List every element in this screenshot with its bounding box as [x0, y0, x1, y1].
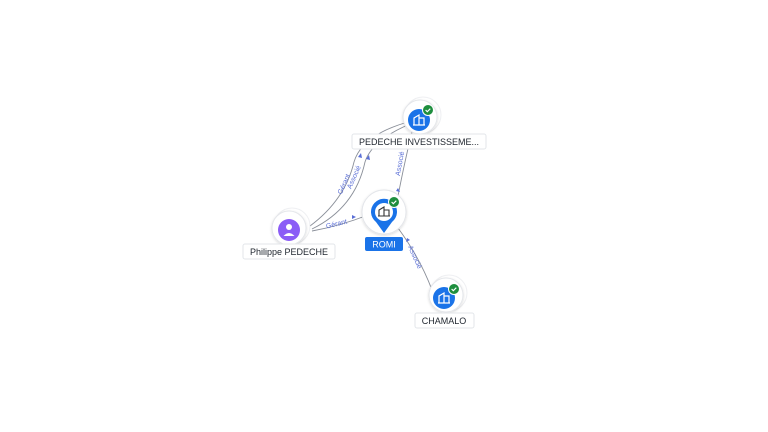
edge-person-holding[interactable] [309, 121, 409, 227]
edge-arrows [352, 153, 410, 242]
edge-label-center-subsidiary: Associé [406, 245, 422, 270]
arrow-icon [396, 188, 400, 192]
arrow-icon [358, 153, 362, 158]
node-label-person: Philippe PEDECHE [250, 247, 328, 257]
verified-icon [388, 196, 400, 208]
check-icon [425, 108, 431, 113]
check-icon [451, 287, 457, 292]
node-person[interactable]: Philippe PEDECHE [242, 207, 336, 260]
node-holding[interactable]: PEDECHE INVESTISSEME... [351, 96, 487, 150]
node-label-box [351, 133, 487, 150]
node-subsidiary[interactable]: CHAMALO [414, 274, 475, 329]
edge-label-holding-center: Associé [395, 151, 406, 176]
edge-label-person-center: Gérant [325, 219, 348, 231]
verified-icon [448, 283, 460, 295]
node-label-holding: PEDECHE INVESTISSEME... [359, 137, 479, 147]
node-label-subsidiary: CHAMALO [422, 316, 467, 326]
arrow-icon [352, 215, 356, 219]
user-head-icon [286, 224, 292, 230]
building-icon [378, 206, 390, 217]
node-label-box [242, 243, 336, 260]
arrow-icon [366, 155, 370, 160]
node-label-box [414, 312, 475, 329]
user-body-icon [283, 233, 295, 236]
verified-icon [422, 104, 434, 116]
node-label-center: ROMI [372, 240, 396, 250]
building-icon [413, 113, 425, 126]
edge-center-subsidiary[interactable] [397, 227, 433, 291]
node-label-box [365, 237, 403, 251]
arrow-icon [406, 238, 410, 242]
check-icon [391, 200, 397, 205]
building-icon [438, 291, 450, 304]
node-center[interactable]: ROMI [361, 189, 407, 251]
